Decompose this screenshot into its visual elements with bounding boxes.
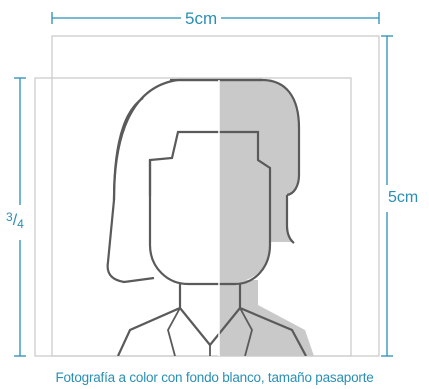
body-shaded-half [219,280,314,356]
face-shaded-half [219,130,270,282]
width-label: 5cm [181,10,222,27]
photo-caption: Fotografía a color con fondo blanco, tam… [55,370,374,385]
ratio-dimension-line [14,77,26,357]
face-outline [148,160,272,286]
outer-photo-frame [51,35,380,357]
hair-right-side [285,195,295,244]
neck-outline [178,284,242,308]
ratio-numerator: 3 [6,210,13,224]
ratio-denominator: 4 [17,217,24,231]
collar-lines [167,307,253,356]
person-silhouette [106,78,314,356]
inner-face-frame [34,77,352,357]
hair-top [112,78,262,201]
hair-fringe [148,130,272,196]
ratio-separator: / [12,212,18,229]
height-label: 5cm [388,189,419,206]
ratio-label: 3/4 [6,210,24,231]
height-dimension-line [381,35,393,357]
